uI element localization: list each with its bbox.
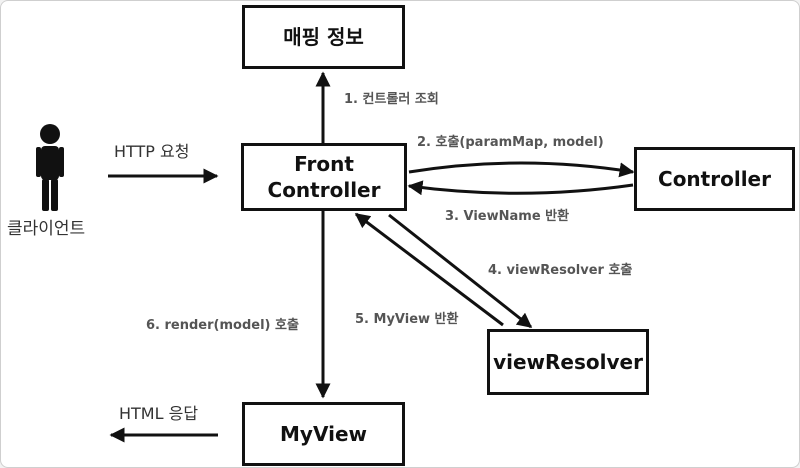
lookup-controller-label: 1. 컨트롤러 조회: [344, 92, 439, 107]
return-my-view-arrow: [354, 212, 504, 327]
front-controller-box: Front Controller: [241, 143, 407, 211]
view-resolver-label: viewResolver: [493, 350, 643, 374]
view-resolver-box: viewResolver: [487, 329, 649, 395]
call-view-resolver-label: 4. viewResolver 호출: [488, 263, 633, 278]
return-view-name-label: 3. ViewName 반환: [445, 209, 570, 224]
mapping-info-box: 매핑 정보: [242, 5, 405, 69]
call-controller-label: 2. 호출(paramMap, model): [417, 135, 604, 150]
my-view-label: MyView: [280, 422, 367, 446]
return-my-view-label: 5. MyView 반환: [355, 312, 459, 327]
call-view-resolver-arrow: [388, 213, 533, 329]
client-label: 클라이언트: [7, 219, 86, 239]
call-controller-arrow: [408, 161, 635, 178]
person-icon: [36, 124, 64, 211]
http-response-label: HTML 응답: [119, 404, 199, 423]
http-request-label: HTTP 요청: [114, 142, 190, 161]
front-controller-label: Front Controller: [267, 152, 381, 202]
render-label: 6. render(model) 호출: [146, 318, 299, 333]
mapping-info-label: 매핑 정보: [283, 25, 364, 49]
controller-box: Controller: [634, 147, 795, 211]
return-view-name-arrow: [407, 180, 634, 196]
controller-label: Controller: [658, 167, 771, 191]
my-view-box: MyView: [242, 402, 405, 466]
